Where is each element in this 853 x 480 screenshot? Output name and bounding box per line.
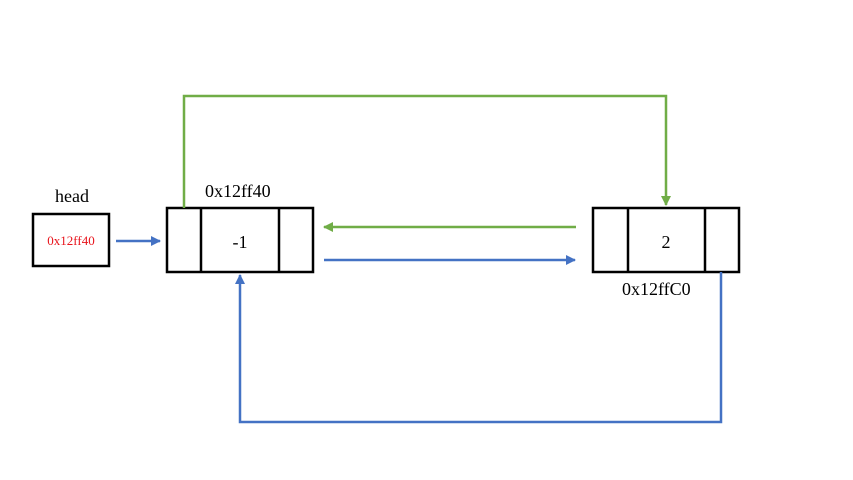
node-2-value: 2 [662,232,671,252]
node-2-next-to-node-1-arrow [235,272,723,424]
node-1-box [165,206,315,274]
node-2-address: 0x12ffC0 [622,279,691,299]
head-value: 0x12ff40 [47,233,94,248]
node-1: 0x12ff40 -1 [165,181,315,274]
head-label: head [55,186,89,206]
node-2-box [591,206,741,274]
node-1-value: -1 [233,232,248,252]
node-1-prev-to-node-2-arrow [182,94,671,208]
node-2: 2 0x12ffC0 [591,206,741,299]
node-1-address: 0x12ff40 [205,181,271,201]
head-pointer: head 0x12ff40 [31,186,111,268]
head-box [31,212,111,268]
